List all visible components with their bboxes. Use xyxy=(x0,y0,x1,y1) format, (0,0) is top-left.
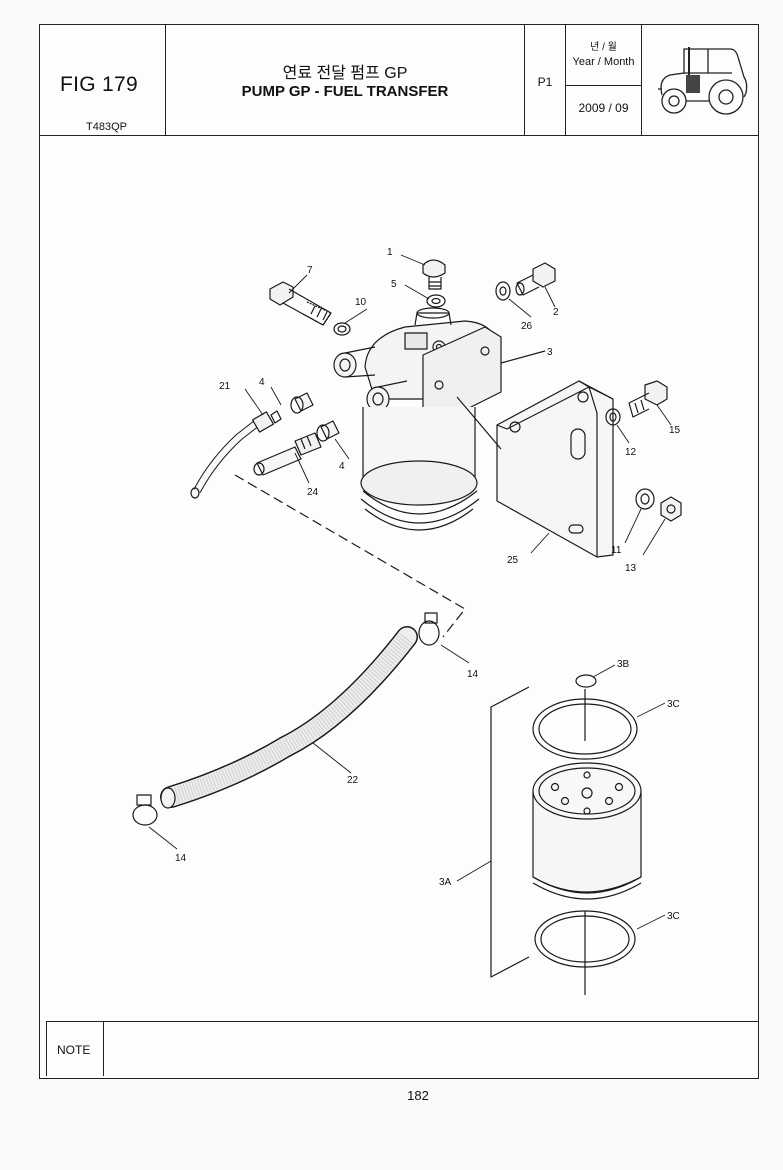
callout-4-upper: 4 xyxy=(259,377,265,388)
date-cell: 년 / 월 Year / Month 2009 / 09 xyxy=(566,25,642,135)
footer-page-number: 182 xyxy=(407,1088,429,1103)
note-label: NOTE xyxy=(57,1043,91,1057)
callout-3c-bottom: 3C xyxy=(667,911,680,922)
filter-cartridge xyxy=(532,762,642,900)
callout-22: 22 xyxy=(347,775,359,786)
page-number: P1 xyxy=(537,75,553,89)
fuel-hose xyxy=(160,626,418,809)
filter-bowl xyxy=(360,407,480,531)
note-row: NOTE xyxy=(46,1021,759,1076)
callout-13: 13 xyxy=(625,563,637,574)
bleeder-screw-part xyxy=(422,259,446,290)
callout-3: 3 xyxy=(547,347,553,358)
callout-7: 7 xyxy=(307,265,313,276)
date-value: 2009 / 09 xyxy=(578,101,629,115)
tractor-icon xyxy=(658,47,748,115)
hose-clamp-lower xyxy=(132,794,158,826)
callout-14-lower: 14 xyxy=(175,853,187,864)
callout-2: 2 xyxy=(553,307,559,318)
title-cell: 연료 전달 펌프 GP PUMP GP - FUEL TRANSFER xyxy=(166,25,525,135)
callout-26: 26 xyxy=(521,321,533,332)
callout-12: 12 xyxy=(625,447,637,458)
pump-head-body xyxy=(333,307,502,423)
page-frame: FIG 179 T483QP 연료 전달 펌프 GP PUMP GP - FUE… xyxy=(39,24,759,1079)
exploded-parts-diagram: 1 5 7 10 2 26 3 4 21 4 24 15 12 11 13 25… xyxy=(132,247,682,995)
callout-24: 24 xyxy=(307,487,319,498)
hollow-bolt-part xyxy=(515,262,556,296)
callout-3b: 3B xyxy=(617,659,630,670)
header-divider xyxy=(40,135,758,136)
callout-1: 1 xyxy=(387,247,393,258)
callout-5: 5 xyxy=(391,279,397,290)
date-divider xyxy=(566,85,641,86)
callout-15: 15 xyxy=(669,425,681,436)
elbow-pipe-part xyxy=(190,410,282,499)
straight-pipe-part xyxy=(253,432,322,476)
callout-3c-top: 3C xyxy=(667,699,680,710)
callout-4-lower: 4 xyxy=(339,461,345,472)
figure-number: FIG 179 xyxy=(60,73,138,96)
title-korean: 연료 전달 펌프 GP xyxy=(282,65,408,82)
mounting-bracket xyxy=(456,380,614,558)
hex-bolt-part xyxy=(628,380,668,418)
note-label-cell: NOTE xyxy=(47,1022,104,1076)
figure-code: T483QP xyxy=(86,121,127,133)
callout-3a: 3A xyxy=(439,877,452,888)
date-label-korean: 년 / 월 xyxy=(590,42,617,53)
bolt-part xyxy=(269,281,332,326)
page-cell: P1 xyxy=(525,25,566,135)
callout-25: 25 xyxy=(507,555,519,566)
callout-11: 11 xyxy=(611,545,622,556)
callout-10: 10 xyxy=(355,297,367,308)
washer-part xyxy=(333,322,351,336)
callout-14-upper: 14 xyxy=(467,669,479,680)
title-english: PUMP GP - FUEL TRANSFER xyxy=(241,83,449,100)
hose-clamp-upper xyxy=(418,612,440,646)
figure-cell: FIG 179 T483QP xyxy=(40,25,166,135)
callout-21: 21 xyxy=(219,381,231,392)
date-label-english: Year / Month xyxy=(572,56,635,68)
note-body xyxy=(104,1022,759,1076)
tractor-icon-cell xyxy=(642,25,760,135)
